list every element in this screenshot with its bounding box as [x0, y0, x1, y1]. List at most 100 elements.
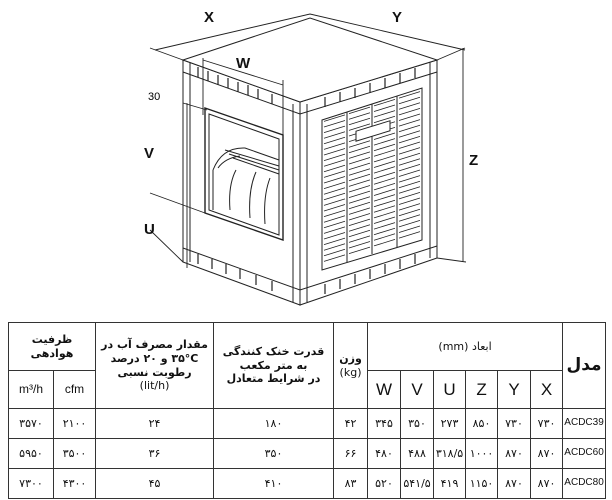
- louver-slat: [323, 215, 346, 223]
- louver-slat: [373, 115, 396, 124]
- louver-slat: [348, 151, 371, 159]
- louver-slat: [323, 164, 346, 173]
- louver-slat: [348, 140, 371, 148]
- cell-x: ۸۷۰: [530, 468, 564, 499]
- louver-slat: [323, 131, 346, 139]
- frame-tabs: [197, 67, 416, 294]
- cell-weight: ۴۲: [333, 408, 369, 439]
- louver-slat: [348, 106, 371, 114]
- louver-slat: [323, 232, 346, 240]
- cell-cfm: ۳۵۰۰: [52, 438, 97, 469]
- louver-slat: [398, 102, 421, 110]
- louver-slat: [373, 143, 396, 152]
- louver-slat: [373, 166, 396, 174]
- dimension-label-v: V: [144, 145, 154, 162]
- cell-water: ۲۴: [95, 408, 215, 439]
- cell-m3h: ۷۳۰۰: [8, 468, 54, 499]
- louver-slat: [398, 119, 421, 127]
- louver-slat: [323, 176, 346, 184]
- header-dim-v: V: [400, 370, 435, 409]
- louver-slat: [398, 214, 421, 222]
- header-dim-z: Z: [465, 370, 499, 409]
- blower-fan: [212, 147, 280, 225]
- cell-cooling: ۳۵۰: [213, 438, 335, 469]
- header-model: مدل: [562, 322, 607, 409]
- louver-slat: [323, 209, 346, 217]
- louver-slat: [348, 168, 371, 176]
- cell-water: ۴۵: [95, 468, 215, 499]
- cell-v: ۵۴۱/۵: [400, 468, 435, 499]
- louver-slat: [348, 162, 371, 170]
- louver-slat: [323, 243, 346, 251]
- header-dimensions: ابعاد (mm): [367, 322, 564, 371]
- louver-slat: [398, 124, 421, 133]
- louver-slat: [373, 155, 396, 163]
- header-dim-w: W: [367, 370, 402, 409]
- louver-slat: [398, 203, 421, 211]
- louver-slat: [398, 130, 421, 138]
- header-dim-x: X: [530, 370, 564, 409]
- louver-slat: [348, 207, 371, 215]
- header-airflow: ظرفیت هوادهی: [7, 322, 97, 371]
- cell-v: ۳۵۰: [400, 408, 435, 439]
- cell-m3h: ۳۵۷۰: [8, 408, 54, 439]
- cell-cfm: ۴۳۰۰: [52, 468, 97, 499]
- cell-y: ۷۳۰: [497, 408, 532, 439]
- cell-w: ۵۲۰: [367, 468, 402, 499]
- louver-slat: [348, 218, 371, 226]
- dimension-label-z: Z: [469, 152, 478, 169]
- louver-slat: [348, 196, 371, 204]
- louver-slat: [398, 192, 421, 200]
- louver-slat: [323, 170, 346, 178]
- cell-cfm: ۲۱۰۰: [52, 408, 97, 439]
- cell-w: ۳۴۵: [367, 408, 402, 439]
- louver-slat: [398, 158, 421, 166]
- louver-slat: [398, 113, 421, 121]
- cell-weight: ۶۶: [333, 438, 369, 469]
- louver-slat: [323, 204, 346, 212]
- louver-slat: [398, 96, 421, 105]
- louver-slat: [398, 225, 421, 233]
- louver-slat: [348, 179, 371, 187]
- louver-slat: [323, 142, 346, 150]
- louver-slat: [373, 177, 396, 185]
- cooler-isometric-drawing: X Y Z W V U 30: [144, 9, 478, 306]
- louver-slat: [398, 180, 421, 189]
- cell-x: ۷۳۰: [530, 408, 564, 439]
- louver-slat: [373, 233, 396, 241]
- cell-u: ۳۱۸/۵: [433, 438, 467, 469]
- louver-slat: [398, 152, 421, 161]
- cell-w: ۴۸۰: [367, 438, 402, 469]
- louver-slat: [398, 169, 421, 177]
- cell-y: ۸۷۰: [497, 438, 532, 469]
- louver-slat: [323, 220, 346, 229]
- louver-slat: [398, 175, 421, 183]
- louver-slat: [348, 157, 371, 165]
- louver-slat: [348, 241, 371, 249]
- cell-cooling: ۱۸۰: [213, 408, 335, 439]
- louver-slat: [348, 123, 371, 131]
- louver-slat: [323, 181, 346, 189]
- cell-model: ACDC60: [562, 438, 607, 469]
- louver-slat: [348, 224, 371, 232]
- cell-weight: ۸۳: [333, 468, 369, 499]
- louver-slat: [348, 246, 371, 254]
- cell-z: ۱۰۰۰: [465, 438, 499, 469]
- louver-slat: [373, 227, 396, 236]
- dimension-label-w: W: [236, 55, 251, 72]
- louver-slat: [398, 197, 421, 205]
- louver-slat: [348, 201, 371, 210]
- cell-y: ۸۷۰: [497, 468, 532, 499]
- louver-slat: [398, 147, 421, 155]
- header-weight: وزن(kg): [333, 322, 369, 409]
- air-grille: [321, 87, 423, 271]
- louver-slat: [348, 185, 371, 193]
- cell-u: ۴۱۹: [433, 468, 467, 499]
- fan-outlet-frame: [204, 107, 284, 241]
- louver-slat: [323, 226, 346, 234]
